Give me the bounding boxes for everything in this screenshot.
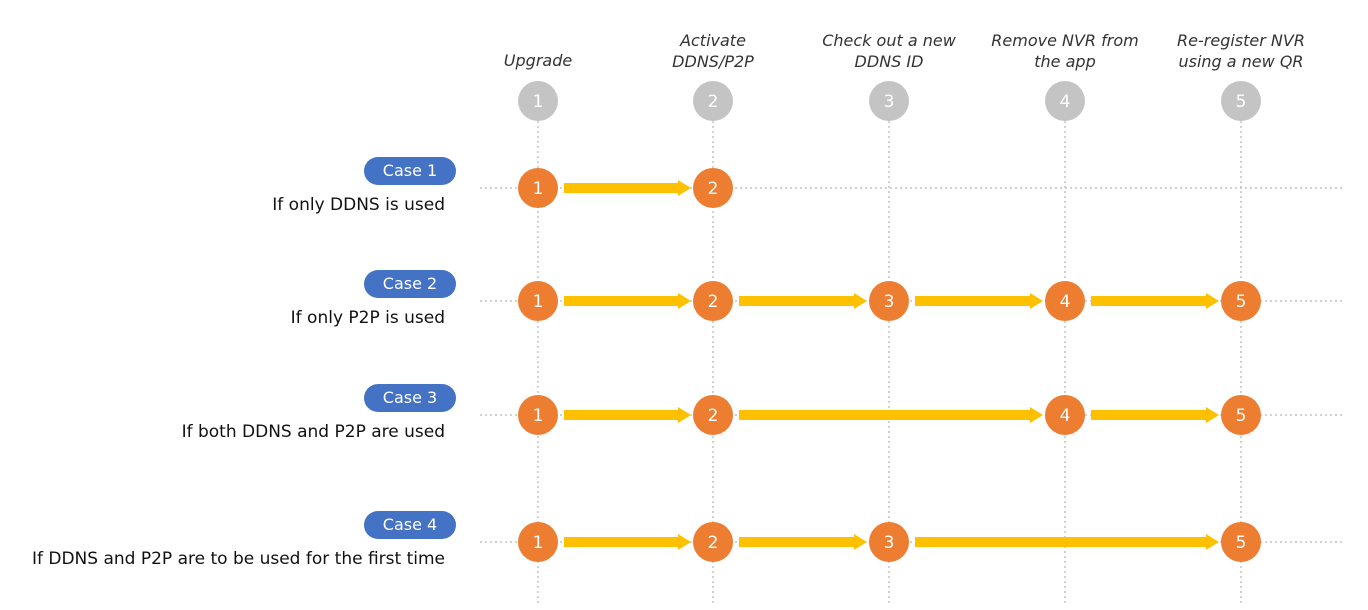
case-row-3: Case 3 If both DDNS and P2P are used 1 2 4 5: [182, 384, 1261, 442]
case-row-2: Case 2 If only P2P is used 1 2 3 4 5: [291, 270, 1261, 328]
arrow-2-to-3: [739, 534, 867, 550]
step-circle-3: [869, 522, 909, 562]
arrow-1-to-2: [564, 534, 691, 550]
header-circle-4: [1045, 81, 1085, 121]
step-number-2: 2: [708, 533, 719, 553]
step-number-2: 2: [708, 292, 719, 312]
step-5-title-line-1: Re-register NVR: [1177, 31, 1305, 50]
case-badge: [364, 384, 456, 412]
header-number-5: 5: [1236, 92, 1247, 112]
arrow-2-to-4: [739, 407, 1043, 423]
arrow-1-to-2: [564, 293, 691, 309]
step-4-title-line-1: Remove NVR from: [991, 31, 1138, 50]
case-badge: [364, 157, 456, 185]
arrow-2-to-3: [739, 293, 867, 309]
step-number-5: 5: [1236, 292, 1247, 312]
step-3-title-line-1: Check out a new: [822, 31, 956, 50]
step-5-title-line-2: using a new QR: [1178, 52, 1303, 71]
step-circle-5: [1221, 395, 1261, 435]
step-number-2: 2: [708, 406, 719, 426]
arrow-1-to-2: [564, 180, 691, 196]
step-3-title-line-2: DDNS ID: [855, 52, 924, 71]
arrow-3-to-4: [915, 293, 1043, 309]
step-2-title-line-1: Activate: [679, 31, 746, 50]
step-circle-4: [1045, 395, 1085, 435]
step-number-1: 1: [533, 406, 544, 426]
step-circle-1: [518, 522, 558, 562]
arrow-4-to-5: [1091, 293, 1219, 309]
step-circle-2: [693, 168, 733, 208]
case-description: If both DDNS and P2P are used: [182, 422, 445, 442]
step-number-1: 1: [533, 292, 544, 312]
header-circle-1: [518, 81, 558, 121]
step-number-4: 4: [1060, 292, 1071, 312]
case-label: Case 4: [383, 515, 437, 534]
case-description: If only P2P is used: [291, 308, 445, 328]
arrow-3-to-5: [915, 534, 1219, 550]
arrow-4-to-5: [1091, 407, 1219, 423]
step-number-2: 2: [708, 179, 719, 199]
arrow-1-to-2: [564, 407, 691, 423]
step-circle-1: [518, 281, 558, 321]
case-row-1: Case 1 If only DDNS is used 1 2: [272, 157, 733, 215]
step-number-4: 4: [1060, 406, 1071, 426]
step-number-3: 3: [884, 533, 895, 553]
case-label: Case 3: [383, 388, 437, 407]
header-circle-3: [869, 81, 909, 121]
case-row-4: Case 4 If DDNS and P2P are to be used for…: [32, 511, 1261, 569]
step-4-title-line-2: the app: [1034, 52, 1095, 71]
step-1-title-line-1: Upgrade: [504, 51, 573, 70]
step-2-title-line-2: DDNS/P2P: [672, 52, 754, 71]
step-circle-1: [518, 395, 558, 435]
step-circle-3: [869, 281, 909, 321]
step-circle-5: [1221, 522, 1261, 562]
step-circle-4: [1045, 281, 1085, 321]
case-description: If only DDNS is used: [272, 195, 445, 215]
case-badge: [364, 511, 456, 539]
step-circle-5: [1221, 281, 1261, 321]
case-description: If DDNS and P2P are to be used for the f…: [32, 549, 445, 569]
step-circle-2: [693, 281, 733, 321]
step-circle-2: [693, 522, 733, 562]
header-number-1: 1: [533, 92, 544, 112]
header-number-3: 3: [884, 92, 895, 112]
header-circle-5: [1221, 81, 1261, 121]
header-number-4: 4: [1060, 92, 1071, 112]
step-number-1: 1: [533, 533, 544, 553]
case-label: Case 2: [383, 274, 437, 293]
step-number-5: 5: [1236, 533, 1247, 553]
case-label: Case 1: [383, 161, 437, 180]
header-number-2: 2: [708, 92, 719, 112]
step-circle-1: [518, 168, 558, 208]
step-number-3: 3: [884, 292, 895, 312]
header-circle-2: [693, 81, 733, 121]
step-number-1: 1: [533, 179, 544, 199]
gridlines: [480, 121, 1345, 605]
case-badge: [364, 270, 456, 298]
step-circle-2: [693, 395, 733, 435]
step-number-5: 5: [1236, 406, 1247, 426]
